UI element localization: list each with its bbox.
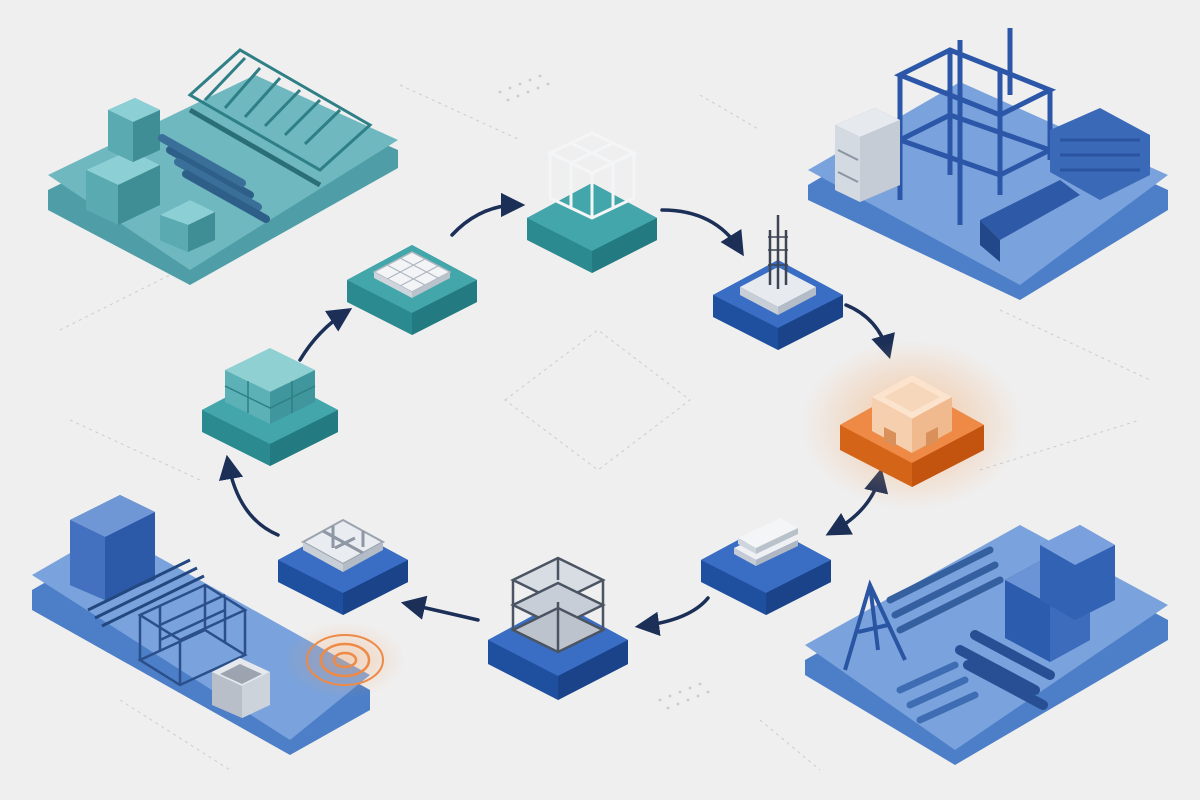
hollow-block-stack-icon: [835, 108, 900, 202]
arrow-plan-to-blocks: [218, 454, 280, 537]
multistory-frame-icon: [510, 556, 606, 654]
node-room-shell[interactable]: [802, 340, 1022, 510]
floor-plan-icon: [300, 518, 386, 572]
arrow-slab-to-frame: [634, 596, 710, 637]
cube-frame-icon: [546, 131, 638, 220]
yard-bottom-left: [32, 495, 405, 755]
location-pulse-icon: [285, 622, 405, 698]
node-cube-frame[interactable]: [527, 131, 657, 273]
container-icon: [1005, 525, 1115, 662]
a-frame-icon: [843, 579, 907, 671]
node-floor-plan[interactable]: [278, 518, 408, 615]
rebar-column-icon: [740, 215, 816, 315]
stacked-blocks-icon: [86, 98, 215, 252]
rebar-bundle-icon: [87, 558, 205, 628]
i-beam-bundle-icon: [886, 546, 1004, 724]
roof-truss-icon: [187, 48, 373, 188]
slab-stack-icon: [734, 518, 798, 566]
arrow-tile-to-cube: [450, 192, 526, 237]
node-block-stack[interactable]: [202, 348, 338, 466]
arrow-blocks-to-tiles: [298, 308, 353, 362]
yard-bottom-right: [805, 525, 1168, 765]
node-tile-grid[interactable]: [347, 245, 477, 335]
arrow-frame-to-plan: [400, 595, 480, 622]
rebar-cage-icon: [137, 583, 248, 687]
room-shell-icon: [872, 375, 952, 453]
yard-top-left: [48, 48, 398, 285]
node-foundation-column[interactable]: [713, 215, 843, 350]
background-guides: [59, 84, 1151, 771]
tile-grid-icon: [372, 251, 452, 298]
steel-beam-bundle-icon: [980, 108, 1150, 262]
node-multistory-frame[interactable]: [488, 556, 628, 700]
arrow-cube-to-column: [660, 208, 744, 257]
pipe-bundle-icon: [955, 630, 1055, 710]
block-stack-icon: [224, 348, 316, 424]
block-stack-icon: [70, 495, 155, 600]
dot-grid-decor: [498, 74, 710, 710]
concrete-box-icon: [212, 658, 270, 718]
pipe-bundle-icon: [158, 134, 270, 223]
yard-top-right: [808, 28, 1168, 300]
node-slab-stack[interactable]: [701, 518, 831, 615]
